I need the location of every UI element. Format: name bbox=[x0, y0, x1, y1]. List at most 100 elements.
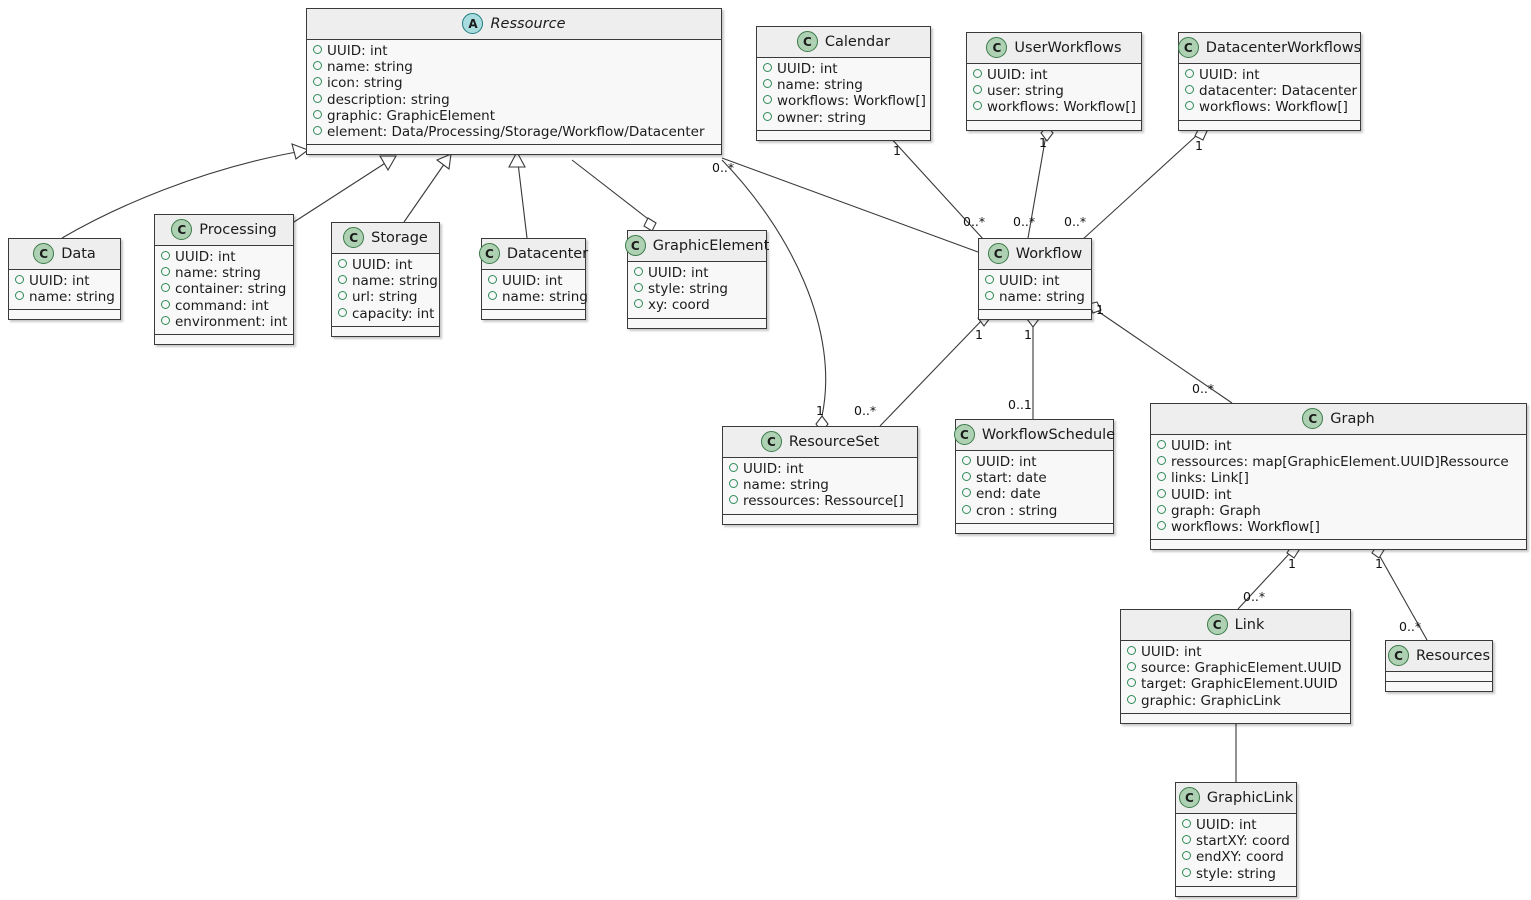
operation-compartment-datacenter bbox=[482, 310, 585, 320]
class-icon: C bbox=[796, 31, 818, 52]
visibility-public-icon bbox=[763, 111, 772, 121]
attribute-label: name: string bbox=[327, 59, 413, 76]
visibility-public-icon bbox=[962, 472, 971, 482]
attribute-label: startXY: coord bbox=[1196, 833, 1290, 850]
attribute-row: end: date bbox=[962, 486, 1107, 502]
visibility-public-icon bbox=[1127, 662, 1136, 672]
operation-compartment-userworkflows bbox=[967, 120, 1141, 130]
multiplicity-label-m-calendar: 1 bbox=[893, 143, 901, 158]
attribute-label: graph: Graph bbox=[1171, 502, 1261, 519]
visibility-public-icon bbox=[1157, 456, 1166, 466]
attribute-label: UUID: int bbox=[175, 249, 236, 265]
attribute-label: style: string bbox=[1196, 865, 1276, 882]
visibility-public-icon bbox=[763, 95, 772, 105]
operation-compartment-workflowschedule bbox=[956, 523, 1113, 533]
connector-workflow-resourceset bbox=[879, 317, 985, 427]
attribute-row: UUID: int bbox=[338, 257, 433, 273]
attribute-label: workflows: Workflow[] bbox=[1199, 99, 1348, 116]
attribute-label: style: string bbox=[648, 281, 728, 298]
attribute-row: name: string bbox=[488, 289, 588, 305]
attribute-label: UUID: int bbox=[999, 273, 1060, 289]
visibility-public-icon bbox=[985, 275, 994, 284]
class-title-workflow: Workflow bbox=[1015, 245, 1083, 262]
attribute-label: workflows: Workflow[] bbox=[777, 93, 926, 110]
attribute-row: url: string bbox=[338, 289, 433, 305]
attribute-row: element: Data/Processing/Storage/Workflo… bbox=[313, 124, 715, 140]
attribute-label: links: Link[] bbox=[1171, 470, 1249, 487]
class-icon: C bbox=[986, 37, 1008, 58]
class-icon: C bbox=[33, 243, 55, 264]
visibility-public-icon bbox=[1157, 488, 1166, 498]
attribute-row: links: Link[] bbox=[1157, 470, 1520, 486]
attribute-label: UUID: int bbox=[1171, 438, 1232, 454]
attribute-label: name: string bbox=[352, 273, 438, 290]
multiplicity-label-m-resourceset-ressource: 1 bbox=[816, 403, 824, 418]
class-title-graphiclink: GraphicLink bbox=[1206, 789, 1294, 806]
attribute-row: graphic: GraphicLink bbox=[1127, 693, 1344, 709]
visibility-public-icon bbox=[962, 456, 971, 465]
attribute-row: name: string bbox=[338, 273, 438, 289]
attribute-label: UUID: int bbox=[352, 257, 413, 273]
visibility-public-icon bbox=[1157, 504, 1166, 514]
class-title-data: Data bbox=[61, 245, 96, 262]
attribute-label: source: GraphicElement.UUID bbox=[1141, 660, 1342, 677]
operation-compartment-processing bbox=[155, 335, 293, 345]
attribute-row: style: string bbox=[634, 281, 760, 297]
connector-datacenterworkflows-workflow bbox=[1081, 135, 1197, 241]
attribute-label: UUID: int bbox=[502, 273, 563, 289]
multiplicity-label-m-wf-graph: 1 bbox=[1096, 302, 1104, 317]
attribute-row: UUID: int bbox=[488, 273, 579, 289]
attribute-row: xy: coord bbox=[634, 297, 760, 313]
visibility-public-icon bbox=[1157, 472, 1166, 482]
visibility-public-icon bbox=[338, 291, 347, 301]
attribute-row: name: string bbox=[763, 77, 924, 93]
attribute-label: container: string bbox=[175, 281, 287, 298]
attribute-label: start: date bbox=[976, 470, 1047, 487]
attribute-row: workflows: Workflow[] bbox=[1157, 519, 1520, 535]
visibility-public-icon bbox=[1185, 85, 1194, 95]
visibility-public-icon bbox=[161, 315, 170, 325]
visibility-public-icon bbox=[763, 63, 772, 72]
attribute-label: UUID: int bbox=[1171, 486, 1232, 503]
visibility-public-icon bbox=[15, 275, 24, 284]
visibility-public-icon bbox=[729, 463, 738, 472]
operation-compartment-workflow bbox=[979, 310, 1091, 320]
attribute-label: UUID: int bbox=[1199, 67, 1260, 83]
attribute-row: name: string bbox=[985, 289, 1085, 305]
attribute-label: UUID: int bbox=[976, 454, 1037, 470]
attribute-row: graph: Graph bbox=[1157, 503, 1520, 519]
attribute-label: endXY: coord bbox=[1196, 849, 1284, 866]
attribute-label: description: string bbox=[327, 91, 450, 108]
attribute-label: name: string bbox=[777, 77, 863, 94]
attribute-label: UUID: int bbox=[1196, 817, 1257, 833]
attribute-row: environment: int bbox=[161, 314, 287, 330]
class-title-resourceset: ResourceSet bbox=[788, 433, 880, 450]
operation-compartment-graphiclink bbox=[1176, 886, 1296, 896]
